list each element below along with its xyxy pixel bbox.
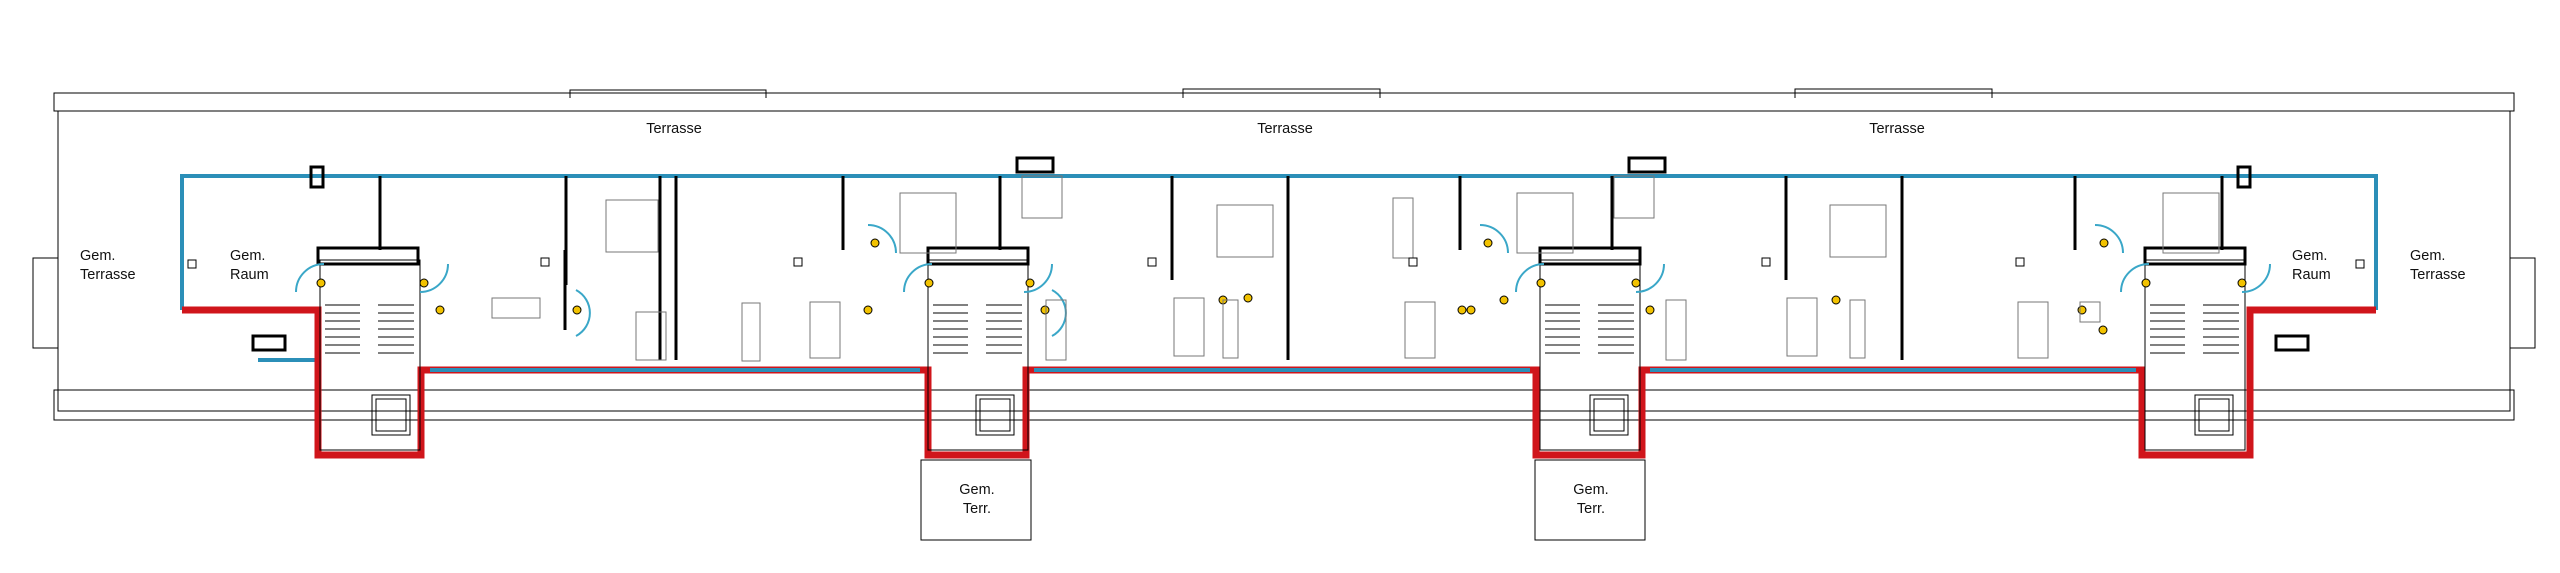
- gem-terrasse-left-line2: Terrasse: [80, 267, 136, 283]
- small-symbols: [187, 156, 2365, 352]
- gem-terr-box-1: [920, 459, 1032, 541]
- gem-raum-left-line1: Gem.: [230, 248, 265, 264]
- gem-terr-1-line1: Gem.: [959, 482, 994, 498]
- exterior-walls: [182, 306, 2376, 459]
- gem-terrasse-right-line1: Gem.: [2410, 248, 2445, 264]
- gem-raum-right-line2: Raum: [2292, 267, 2331, 283]
- terrasse-label-2: Terrasse: [1257, 121, 1313, 137]
- gem-terr-2-line2: Terr.: [1577, 501, 1605, 517]
- markers: [316, 238, 2247, 335]
- building-outline: [32, 92, 2536, 541]
- partitions: [378, 176, 2224, 360]
- labels: Terrasse Terrasse Terrasse Gem. Terrasse…: [80, 121, 2466, 517]
- furniture: [491, 175, 2220, 362]
- gem-raum-right-line1: Gem.: [2292, 248, 2327, 264]
- gem-raum-left-line2: Raum: [230, 267, 269, 283]
- door-swings: [295, 224, 2271, 337]
- terrasse-label-1: Terrasse: [646, 121, 702, 137]
- gem-terrasse-right-line2: Terrasse: [2410, 267, 2466, 283]
- gem-terr-box-2: [1534, 459, 1646, 541]
- terrasse-label-3: Terrasse: [1869, 121, 1925, 137]
- gem-terrasse-left-line1: Gem.: [80, 248, 115, 264]
- glazing: [180, 174, 2378, 362]
- cores: [316, 246, 2247, 451]
- gem-terr-2-line1: Gem.: [1573, 482, 1608, 498]
- gem-terr-1-line2: Terr.: [963, 501, 991, 517]
